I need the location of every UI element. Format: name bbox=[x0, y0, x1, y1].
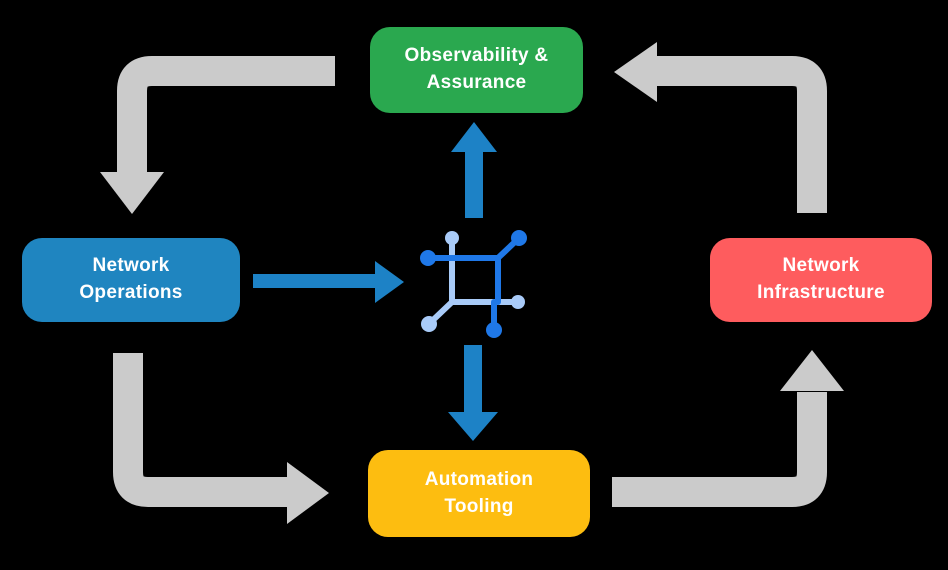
arrow-head-down bbox=[100, 172, 164, 214]
arrow-shaft bbox=[612, 392, 827, 507]
node-label-line: Tooling bbox=[444, 495, 514, 517]
arrow-operations-to-center bbox=[253, 261, 404, 303]
arrow-operations-to-automation bbox=[113, 353, 329, 524]
network-automation-icon bbox=[420, 230, 527, 338]
node-network-infrastructure: Network Infrastructure bbox=[710, 238, 932, 322]
icon-left-bottom-edges bbox=[449, 237, 497, 305]
arrow-center-to-observability bbox=[451, 122, 497, 218]
arrow-infrastructure-to-observability bbox=[614, 42, 827, 213]
icon-node-right bbox=[511, 295, 525, 309]
icon-diagonal-bottom-left bbox=[429, 299, 455, 324]
icon-node-left bbox=[420, 250, 436, 266]
icon-top-right-edges bbox=[427, 255, 501, 305]
arrow-head-left bbox=[614, 42, 657, 102]
node-label-line: Network bbox=[92, 255, 170, 277]
arrow-shaft bbox=[656, 56, 827, 213]
node-label-line: Observability & bbox=[404, 45, 549, 67]
arrow-head-right bbox=[375, 261, 404, 303]
arrow-head-down bbox=[448, 412, 498, 441]
icon-node-bottom-left bbox=[421, 316, 437, 332]
arrow-head-right bbox=[287, 462, 329, 524]
arrow-observability-to-operations bbox=[100, 56, 335, 214]
node-automation-tooling: Automation Tooling bbox=[368, 450, 590, 537]
arrow-head-up bbox=[451, 122, 497, 152]
icon-node-top bbox=[445, 231, 459, 245]
node-label-line: Network bbox=[782, 255, 860, 277]
node-label-line: Operations bbox=[79, 282, 183, 303]
arrow-head-up bbox=[780, 350, 844, 391]
node-network-operations: Network Operations bbox=[22, 238, 240, 322]
node-observability-assurance: Observability & Assurance bbox=[370, 27, 583, 113]
arrow-shaft bbox=[117, 56, 335, 176]
node-label-line: Automation bbox=[424, 468, 534, 490]
icon-node-bottom bbox=[486, 322, 502, 338]
node-label-line: Infrastructure bbox=[757, 282, 885, 303]
node-label-line: Assurance bbox=[426, 72, 527, 93]
arrow-automation-to-infrastructure bbox=[612, 350, 844, 507]
arrow-shaft bbox=[113, 353, 288, 507]
icon-node-top-right bbox=[511, 230, 527, 246]
arrow-center-to-automation bbox=[448, 345, 498, 441]
